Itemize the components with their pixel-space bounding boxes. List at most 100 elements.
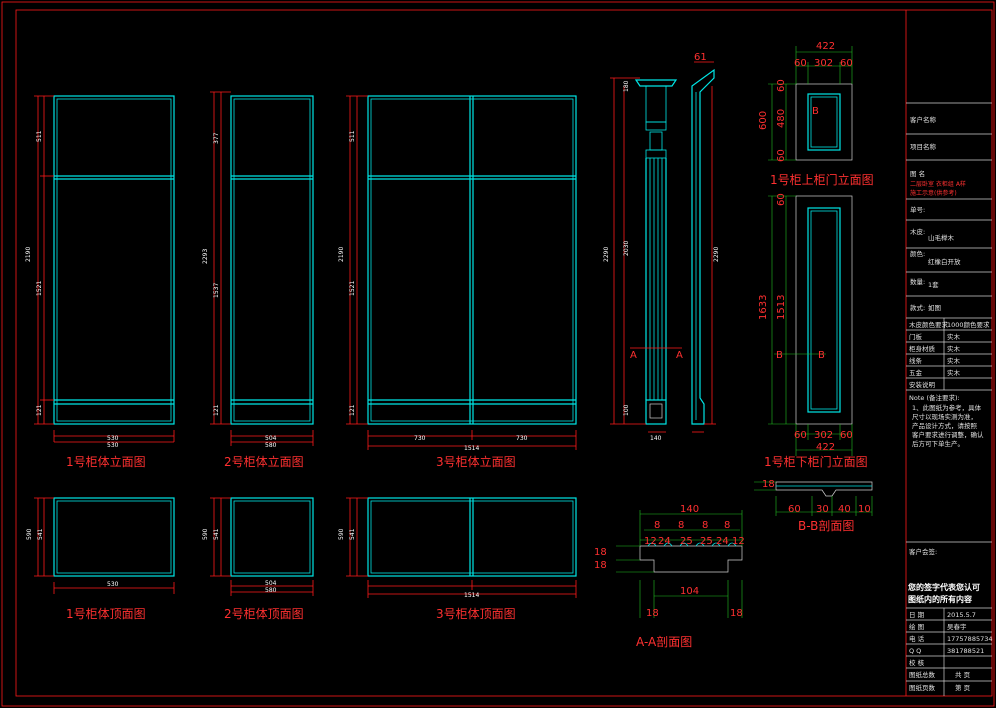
aa-s1: 12 [644, 536, 657, 547]
section-bb: 18 60 30 40 10 [754, 479, 873, 516]
cab1-w2: 530 [107, 442, 119, 449]
cab1-elevation: 2190 511 1521 121 530 530 [25, 95, 175, 449]
pilaster-elevation: 2290 2030 180 100 140 A A [603, 77, 683, 442]
cab3-h-low: 121 [349, 404, 356, 416]
tb-client-confirm: 客户会签: [909, 547, 937, 556]
title-block: 客户名称 项目名称 图 名 二层卧室 衣柜组 A样 施工示意(供参考) 单号: … [905, 10, 993, 696]
tb-drawing-name-1: 二层卧室 衣柜组 A样 [910, 180, 966, 188]
pil-h-total: 2290 [603, 247, 610, 262]
tb-page-value: 第 页 [955, 683, 971, 692]
tb-drafter-label: 绘 图 [909, 622, 924, 631]
tb-phone-label: 电 话 [909, 634, 925, 643]
aa-s5: 24 [716, 536, 729, 547]
cab3-top-d1: 590 [338, 528, 345, 540]
dl-h-inner: 1513 [776, 295, 787, 320]
cab3-top-d2: 541 [349, 528, 356, 540]
tb-drawing-name-2: 施工示意(供参考) [910, 189, 957, 197]
door-lower: 1633 1513 60 B B 302 60 60 422 [758, 193, 853, 456]
tb-project-label: 项目名称 [910, 142, 937, 151]
tb-date-value: 2015.5.7 [947, 611, 976, 619]
cab2-h-top: 377 [213, 132, 220, 144]
dl-w: 422 [816, 442, 835, 453]
tb-spec-v-2: 实木 [947, 344, 961, 353]
tb-spec-v-1: 实木 [947, 332, 961, 341]
tb-check-label: 校 核 [909, 658, 925, 667]
du-w: 422 [816, 41, 835, 52]
tb-total-label: 图纸总数 [909, 670, 936, 679]
cab1-top-title: 1号柜体顶面图 [66, 607, 146, 621]
bb-w2: 30 [816, 504, 829, 515]
cab1-h-low: 121 [36, 404, 43, 416]
tb-color-label: 颜色: [910, 249, 925, 258]
tb-color-value: 红橡白开放 [928, 257, 961, 266]
tb-date-label: 日 期 [909, 611, 925, 619]
du-h-edge-b: 60 [776, 149, 787, 162]
cab1-h-total: 2190 [25, 247, 32, 262]
aa-e2: 18 [730, 608, 743, 619]
cab1-top-d1: 590 [26, 528, 33, 540]
cab2-h-low: 121 [213, 404, 220, 416]
du-sec: B [812, 106, 819, 117]
pil-w-bot: 140 [650, 435, 662, 442]
dl-h: 1633 [758, 295, 769, 320]
aa-s2: 24 [658, 536, 671, 547]
cab2-top-d2: 541 [213, 528, 220, 540]
du-h: 600 [758, 111, 769, 130]
section-aa-title: A-A剖面图 [636, 635, 692, 649]
cab3-w-left: 730 [414, 435, 426, 442]
du-h-edge-t: 60 [776, 79, 787, 92]
cab3-elevation: 2190 511 1521 121 730 730 1514 [338, 95, 577, 452]
aa-w: 140 [680, 504, 699, 515]
cab3-h-top: 511 [349, 130, 356, 142]
section-bb-title: B-B剖面图 [798, 519, 854, 533]
pilaster-side: 2290 61 [691, 52, 720, 433]
tb-spec-k-0: 木皮颜色要求 [909, 320, 949, 329]
cab1-elev-title: 1号柜体立面图 [66, 454, 146, 469]
pil-h-bot: 100 [623, 404, 630, 416]
tb-note-1: 1、此图纸为参考，具体 [912, 403, 982, 412]
cab3-w-right: 730 [516, 435, 528, 442]
aa-h2: 18 [594, 560, 607, 571]
tb-style-value: 如图 [928, 303, 941, 312]
tb-note-title: Note (备注要求): [909, 393, 960, 402]
cab1-h-mid: 1521 [36, 281, 43, 296]
inner-frame [15, 9, 993, 697]
tb-wood-label: 木皮: [910, 227, 925, 236]
tb-spec-k-4: 五金 [909, 368, 923, 377]
tb-spec-k-3: 线条 [909, 356, 923, 365]
tb-confirm-text-1: 您的签字代表您认可 [908, 582, 980, 592]
du-h-inner: 480 [776, 109, 787, 128]
cab3-w-total: 1514 [464, 445, 479, 452]
bb-w1: 60 [788, 504, 801, 515]
bb-h: 18 [762, 479, 775, 490]
cab3-h-total: 2190 [338, 247, 345, 262]
pil-h-top: 180 [623, 80, 630, 92]
cab2-elev-title: 2号柜体立面图 [224, 454, 304, 469]
aa-h1: 18 [594, 547, 607, 558]
tb-qq-label: Q Q [909, 647, 921, 655]
cab2-w-b: 580 [265, 442, 277, 449]
tb-spec-k-2: 柜身材质 [909, 344, 936, 353]
tb-style-label: 款式: [910, 303, 925, 312]
pil-sec-a-right: A [676, 350, 683, 361]
dl-w-mid: 302 [814, 430, 833, 441]
door-lower-title: 1号柜下柜门立面图 [764, 454, 868, 469]
aa-w-bot: 104 [680, 586, 699, 597]
pil-h-side: 2290 [713, 247, 720, 262]
tb-order-label: 单号: [910, 205, 925, 214]
aa-s4: 25 [700, 536, 713, 547]
tb-spec-v-4: 实木 [947, 368, 961, 377]
cab2-top-title: 2号柜体顶面图 [224, 607, 304, 621]
cab1-h-top: 511 [36, 130, 43, 142]
cab3-elev-title: 3号柜体立面图 [436, 454, 516, 469]
tb-client-label: 客户名称 [910, 115, 937, 124]
cab1-top-w: 530 [107, 581, 119, 588]
cab2-top-w-a: 504 [265, 580, 277, 587]
dl-sec-right: B [818, 350, 825, 361]
dl-sec-left: B [776, 350, 783, 361]
cab2-top-d1: 590 [202, 528, 209, 540]
tb-note-5: 后方可下单生产。 [912, 439, 964, 448]
tb-drawing-label: 图 名 [910, 169, 925, 178]
